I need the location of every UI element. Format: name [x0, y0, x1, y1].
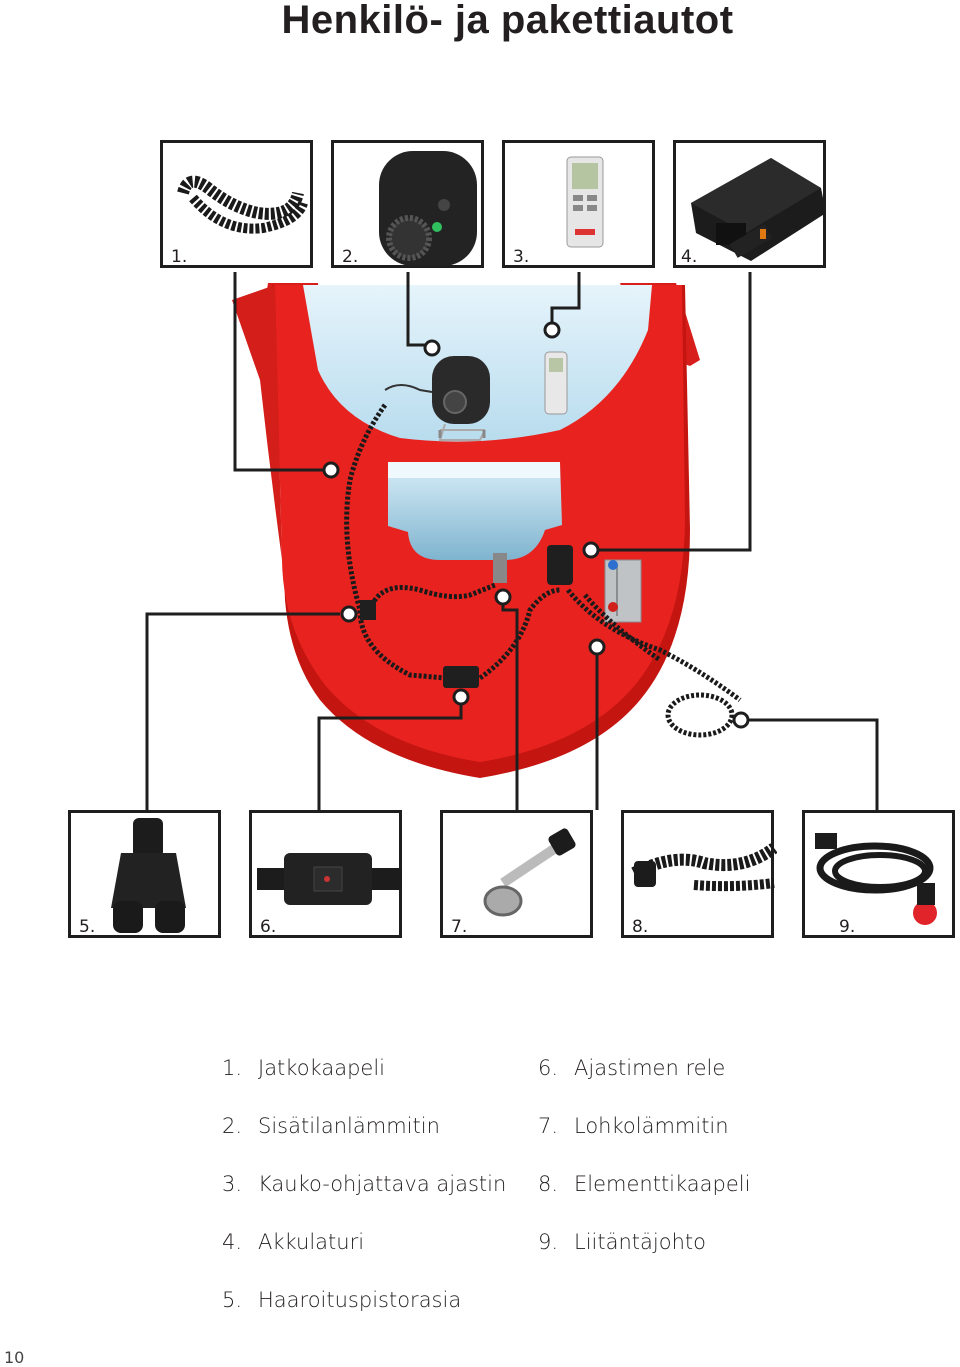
legend-label: Lohkolämmitin — [574, 1114, 729, 1138]
part-box-7: 7. — [440, 810, 593, 938]
car-body — [232, 283, 700, 778]
interior-heater-icon — [379, 151, 477, 266]
legend-number: 3. — [222, 1172, 243, 1196]
part-box-1: 1. — [160, 140, 313, 268]
legend-number: 7. — [538, 1114, 559, 1138]
legend-item-6: 6. Ajastimen rele — [538, 1056, 725, 1080]
engine-block — [388, 462, 562, 560]
part-box-3: 3. — [502, 140, 655, 268]
legend-item-8: 8. Elementtikaapeli — [538, 1172, 750, 1196]
legend-number: 6. — [538, 1056, 559, 1080]
element-cable-icon — [631, 843, 777, 892]
legend-item-7: 7. Lohkolämmitin — [538, 1114, 729, 1138]
part-box-2: 2. — [331, 140, 484, 268]
connection-cord-icon — [815, 833, 937, 925]
part-box-4: 4. — [673, 140, 826, 268]
part-box-8: 8. — [621, 810, 777, 938]
legend-item-1: 1. Jatkokaapeli — [222, 1056, 385, 1080]
legend-label: Sisätilanlämmitin — [258, 1114, 440, 1138]
part-box-6: 6. — [249, 810, 402, 938]
page-title: Henkilö- ja pakettiautot — [281, 0, 734, 42]
part-number: 3. — [513, 247, 530, 267]
part-number: 4. — [681, 247, 698, 267]
connector-lines — [145, 272, 879, 810]
part-number: 5. — [79, 917, 96, 937]
interior-heater-in-car — [432, 356, 490, 441]
legend-label: Akkulaturi — [258, 1230, 365, 1254]
branch-socket-icon — [111, 818, 186, 933]
legend-label: Haaroituspistorasia — [258, 1288, 462, 1312]
block-heater-icon — [483, 828, 576, 917]
part-number: 7. — [451, 917, 468, 937]
legend-label: Elementtikaapeli — [574, 1172, 751, 1196]
legend-number: 5. — [222, 1288, 243, 1312]
relay-in-car — [547, 545, 573, 585]
legend-item-2: 2. Sisätilanlämmitin — [222, 1114, 440, 1138]
legend-number: 1. — [222, 1056, 243, 1080]
part-box-5: 5. — [68, 810, 221, 938]
battery-charger-icon — [691, 158, 826, 261]
legend-number: 4. — [222, 1230, 243, 1254]
part-box-9: 9. — [802, 810, 955, 938]
legend-label: Ajastimen rele — [574, 1056, 726, 1080]
coil-cable — [665, 692, 735, 738]
legend-number: 8. — [538, 1172, 559, 1196]
plug-5-in-car — [360, 600, 376, 620]
legend-label: Jatkokaapeli — [258, 1056, 386, 1080]
legend-item-4: 4. Akkulaturi — [222, 1230, 364, 1254]
legend-item-9: 9. Liitäntäjohto — [538, 1230, 706, 1254]
timer-relay-icon — [257, 853, 402, 905]
plug-7-in-car — [493, 553, 507, 583]
part-number: 2. — [342, 247, 359, 267]
remote-timer-icon — [566, 156, 604, 248]
battery — [604, 559, 642, 623]
connector-dots — [322, 321, 750, 729]
legend-item-5: 5. Haaroituspistorasia — [222, 1288, 461, 1312]
legend-label: Liitäntäjohto — [574, 1230, 706, 1254]
legend-number: 9. — [538, 1230, 559, 1254]
part-number: 9. — [839, 917, 856, 937]
plug-6-in-car — [443, 666, 479, 688]
extension-cable-icon — [177, 175, 308, 234]
legend-label: Kauko-ohjattava ajastin — [258, 1172, 507, 1196]
car-cables — [344, 403, 742, 703]
legend-number: 2. — [222, 1114, 243, 1138]
legend-item-3: 3. Kauko-ohjattava ajastin — [222, 1172, 506, 1196]
remote-in-car — [544, 351, 568, 415]
part-number: 8. — [632, 917, 649, 937]
page-number: 10 — [4, 1348, 25, 1367]
part-number: 6. — [260, 917, 277, 937]
part-number: 1. — [171, 247, 188, 267]
